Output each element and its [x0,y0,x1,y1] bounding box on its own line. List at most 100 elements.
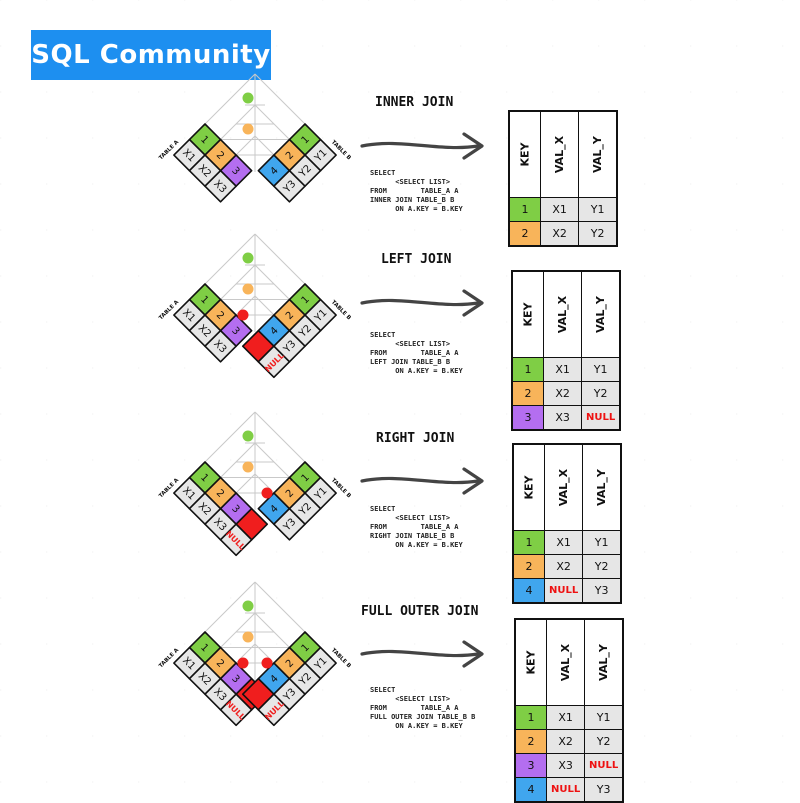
value-cell: NULL [584,753,624,778]
community-badge: SQL Community [31,30,271,80]
unmatched-dot [237,309,249,321]
arrow-icon [360,467,484,495]
column-header: KEY [512,443,545,531]
value-cell: Y1 [584,705,624,730]
key-cell: 2 [512,554,545,579]
top-guide-lines [204,73,306,172]
value-cell: X1 [545,705,586,730]
key-cell: 4 [514,777,547,803]
null-value-cell [257,693,291,727]
key-cell: 1 [508,197,541,222]
join-title: FULL OUTER JOIN [361,604,479,619]
column-header: KEY [508,110,541,198]
key-cell: 2 [514,729,547,754]
value-cell: Y2 [578,221,618,247]
key-cell: 2 [508,221,541,247]
badge-title: SQL Community [31,40,271,70]
match-dot [242,600,254,612]
value-cell: X1 [542,357,583,382]
key-cell: 4 [512,578,545,604]
column-header: VAL_X [539,110,580,198]
value-cell: Y3 [584,777,624,803]
null-value-cell [219,523,253,557]
match-dot [242,283,254,295]
match-dot [242,430,254,442]
key-cell: 2 [511,381,544,406]
null-value-cell [219,693,253,727]
value-cell [273,507,306,541]
value-cell: X2 [543,554,584,579]
join-title: INNER JOIN [375,95,454,110]
value-cell: X3 [545,753,586,778]
top-guide-lines [204,581,306,680]
key-cell: 3 [514,753,547,778]
value-cell: NULL [581,405,621,431]
unmatched-dot [261,487,273,499]
value-cell: X1 [539,197,580,222]
value-cell: Y1 [578,197,618,222]
value-cell: NULL [545,777,586,803]
sql-snippet: SELECT <SELECT LIST> FROM TABLE_A A FULL… [370,686,476,730]
column-header: VAL_Y [582,443,622,531]
sql-snippet: SELECT <SELECT LIST> FROM TABLE_A A LEFT… [370,331,463,375]
sql-snippet: SELECT <SELECT LIST> FROM TABLE_A A INNE… [370,169,463,213]
value-cell: Y1 [581,357,621,382]
unmatched-dot [237,657,249,669]
value-cell: NULL [543,578,584,604]
column-header: VAL_Y [578,110,618,198]
value-cell: X1 [543,530,584,555]
value-cell: Y2 [582,554,622,579]
join-title: LEFT JOIN [381,252,452,267]
column-header: KEY [514,618,547,706]
key-cell: 1 [511,357,544,382]
value-cell [204,329,237,363]
column-header: VAL_Y [581,270,621,358]
unmatched-dot [261,657,273,669]
join-title: RIGHT JOIN [376,431,455,446]
value-cell: X2 [539,221,580,247]
match-dot [242,92,254,104]
key-cell: 3 [511,405,544,431]
match-dot [242,631,254,643]
value-cell: Y2 [584,729,624,754]
match-dot [242,461,254,473]
arrow-icon [360,640,484,668]
null-value-cell [257,345,291,379]
value-cell: Y1 [582,530,622,555]
value-cell: X3 [542,405,583,431]
value-cell: Y2 [581,381,621,406]
value-cell: X2 [542,381,583,406]
match-dot [242,252,254,264]
column-header: KEY [511,270,544,358]
arrow-icon [360,289,484,317]
value-cell: Y3 [582,578,622,604]
value-cell: X2 [545,729,586,754]
arrow-icon [360,132,484,160]
value-cell [204,169,237,203]
key-cell: 1 [512,530,545,555]
column-header: VAL_X [542,270,583,358]
match-dot [242,123,254,135]
sql-snippet: SELECT <SELECT LIST> FROM TABLE_A A RIGH… [370,505,463,549]
